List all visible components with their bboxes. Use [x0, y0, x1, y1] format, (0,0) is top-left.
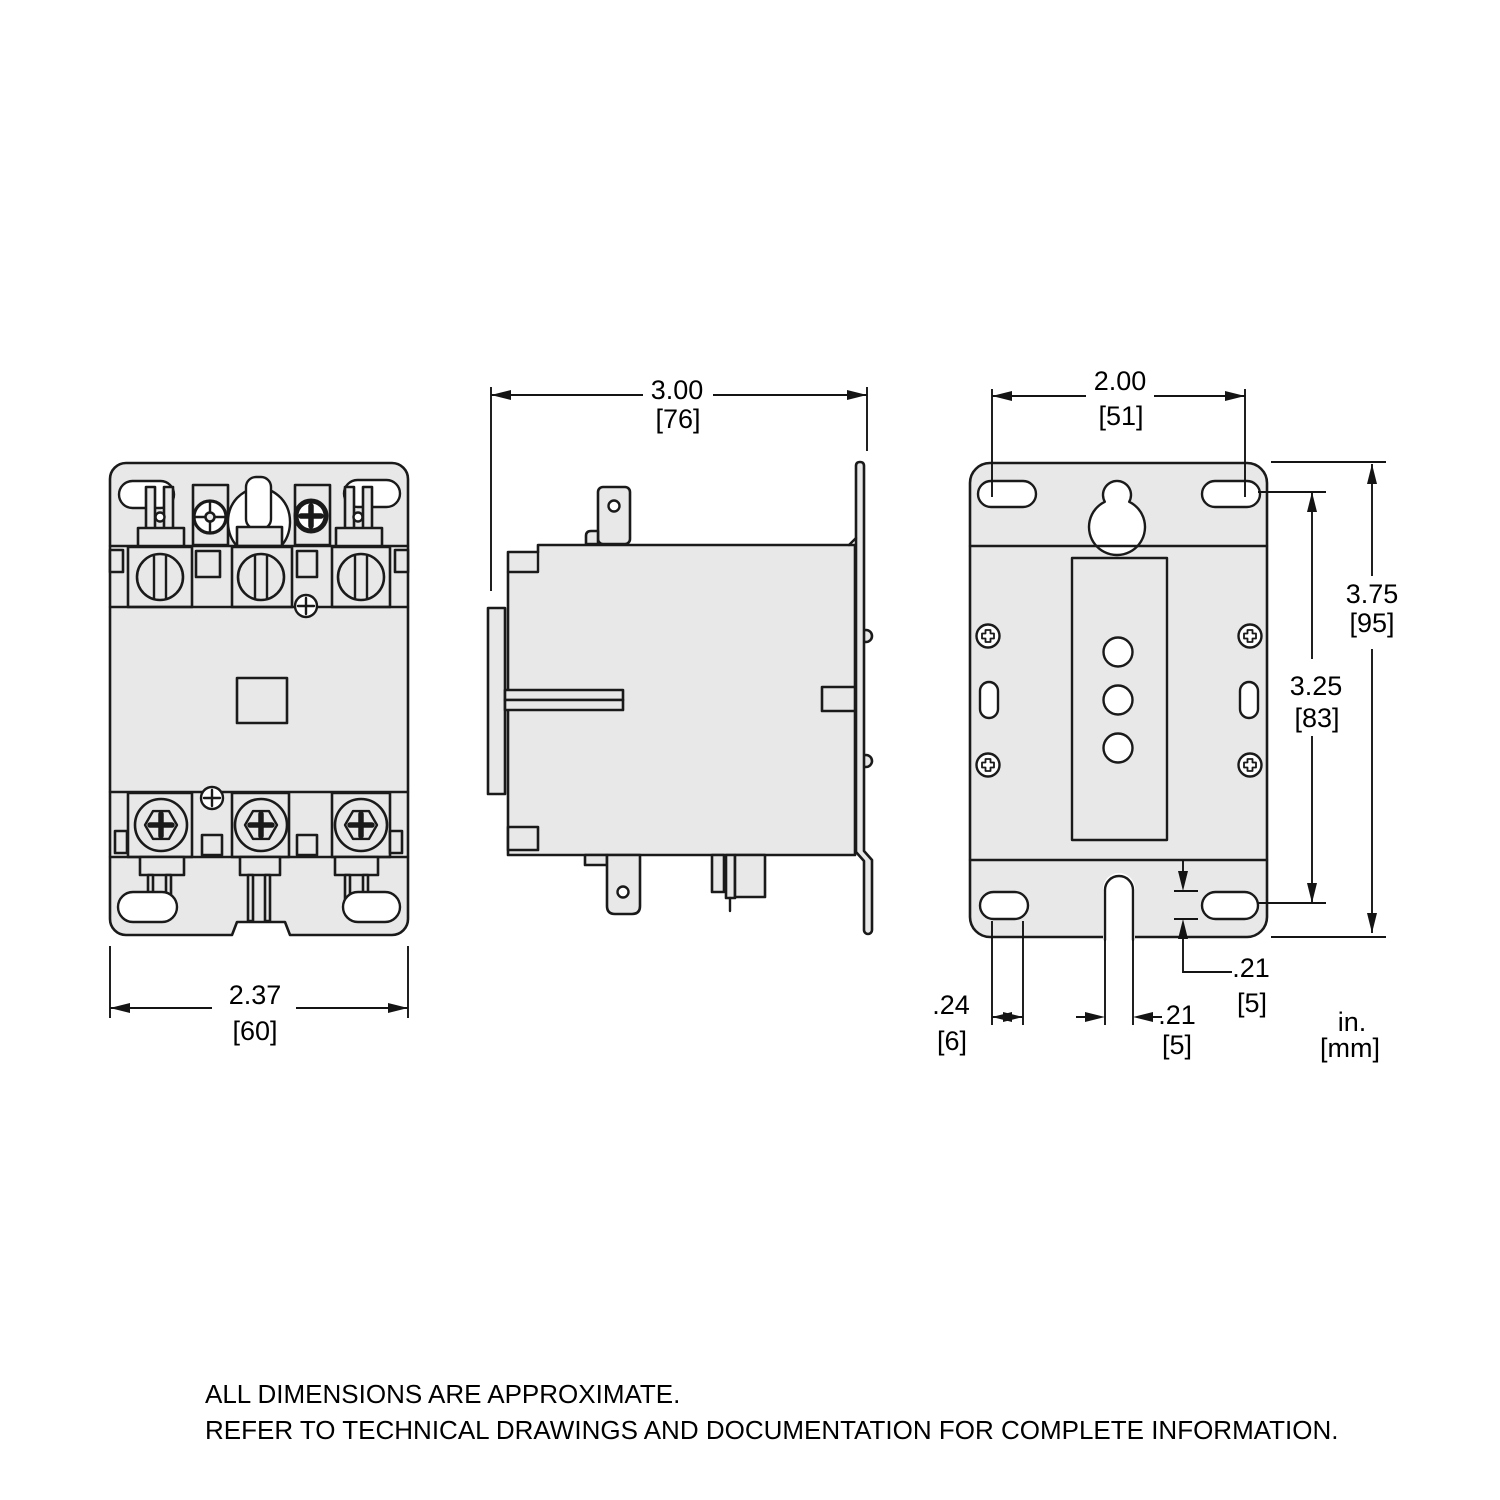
back-overall-height-millimeters: [95]: [1349, 608, 1394, 638]
back-hole-span-millimeters: [83]: [1294, 703, 1339, 733]
back-inner-rect: [1070, 556, 1169, 842]
back-slot-spacing-inches: 2.00: [1094, 366, 1147, 396]
side-slot-bar-top: [503, 688, 625, 702]
back-slot-height-inches: .21: [1232, 953, 1270, 983]
front-screw-top-left: [191, 483, 230, 547]
front-lower-terminal-band: [108, 785, 410, 924]
back-hole-1: [1102, 636, 1134, 668]
back-bottom-slot-right: [1200, 890, 1260, 921]
back-notch-width-millimeters: [5]: [1162, 1030, 1192, 1060]
side-blade-terminal-top: [584, 485, 632, 546]
front-width-millimeters: [60]: [232, 1016, 277, 1046]
back-view: 2.00 [51] 3.75 [95] 3.25 [83]: [932, 366, 1398, 1063]
side-blade-terminal-bottom: [583, 853, 642, 916]
side-coil-terminal: [710, 853, 767, 913]
back-slot-width-dimension: .24 [6]: [932, 921, 1024, 1056]
back-side-oval-right: [1238, 680, 1260, 720]
front-blade-terminal-right: [334, 485, 384, 549]
back-slot-spacing-dimension: 2.00 [51]: [991, 366, 1246, 497]
back-hole-3: [1102, 732, 1134, 764]
back-hole-2: [1102, 684, 1134, 716]
back-overall-height-dimension: 3.75 [95]: [1271, 461, 1399, 938]
note-line-1: ALL DIMENSIONS ARE APPROXIMATE.: [205, 1379, 680, 1409]
back-bottom-notch: [1103, 873, 1135, 942]
front-view: 2.37 [60]: [108, 461, 410, 1046]
footnotes: ALL DIMENSIONS ARE APPROXIMATE. REFER TO…: [205, 1379, 1338, 1445]
back-hole-span-inches: 3.25: [1290, 671, 1343, 701]
side-slot-bar-bottom: [503, 698, 625, 712]
side-mounting-plate: [847, 460, 874, 936]
front-width-dimension: 2.37 [60]: [109, 946, 409, 1046]
back-corner-screws: [975, 623, 1263, 778]
units-millimeters-label: [mm]: [1320, 1033, 1380, 1063]
front-upper-terminal-band: [108, 544, 410, 619]
front-screw-bottom-left: [133, 797, 189, 853]
back-slot-height-millimeters: [5]: [1237, 988, 1267, 1018]
back-side-oval-left: [978, 680, 1000, 720]
front-screw-bottom-right: [333, 797, 389, 853]
back-notch-width-inches: .21: [1158, 1000, 1196, 1030]
side-depth-millimeters: [76]: [655, 404, 700, 434]
back-slot-width-inches: .24: [932, 990, 970, 1020]
back-hole-span-dimension: 3.25 [83]: [1257, 491, 1343, 904]
side-foot-tab: [506, 825, 540, 852]
back-bottom-slot-left: [978, 890, 1030, 921]
side-view: 3.00 [76]: [486, 375, 874, 936]
side-depth-inches: 3.00: [651, 375, 704, 405]
back-keyhole: [1087, 479, 1147, 557]
back-overall-height-inches: 3.75: [1346, 579, 1399, 609]
front-width-inches: 2.37: [229, 980, 282, 1010]
side-depth-dimension: 3.00 [76]: [490, 375, 868, 591]
front-center-square: [235, 676, 289, 725]
front-screw-top-right: [293, 483, 332, 547]
units-inches-label: in.: [1338, 1007, 1367, 1037]
front-blade-terminal-left: [136, 485, 186, 549]
front-screw-bottom-middle: [233, 797, 289, 853]
back-slot-height-dimension: .21 [5]: [1174, 860, 1270, 1018]
side-right-notch: [820, 685, 857, 713]
side-left-strip: [486, 606, 507, 796]
note-line-2: REFER TO TECHNICAL DRAWINGS AND DOCUMENT…: [205, 1415, 1338, 1445]
back-slot-width-millimeters: [6]: [937, 1026, 967, 1056]
units-legend: in. [mm]: [1320, 1007, 1380, 1063]
back-notch-width-dimension: .21 [5]: [1076, 940, 1196, 1060]
back-top-slot-right: [1200, 479, 1262, 509]
back-top-slot-left: [976, 479, 1038, 509]
back-slot-spacing-millimeters: [51]: [1098, 401, 1143, 431]
